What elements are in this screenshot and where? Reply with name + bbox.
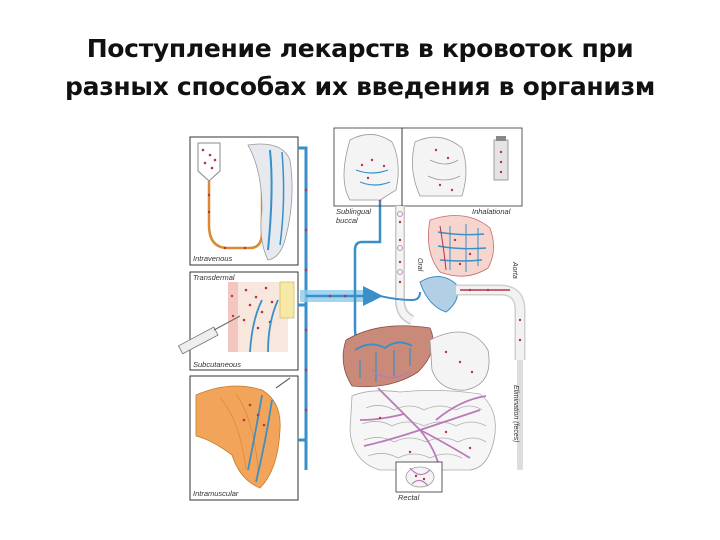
transdermal-label: Transdermal bbox=[193, 273, 235, 282]
intramuscular-panel: Intramuscular bbox=[189, 375, 299, 501]
stomach bbox=[429, 331, 490, 391]
title-line-2: разных способах их введения в организм bbox=[65, 72, 655, 101]
liver bbox=[342, 325, 434, 388]
inhalational-label: Inhalational bbox=[472, 207, 511, 216]
aorta-label: Aorta bbox=[511, 261, 518, 279]
oral-label: Oral bbox=[416, 258, 423, 272]
head-panel: Sublingual buccal bbox=[333, 127, 403, 225]
intravenous-label: Intravenous bbox=[193, 254, 232, 263]
inhalational-panel: Inhalational bbox=[401, 127, 523, 216]
patch-icon bbox=[279, 281, 295, 319]
inhaler-icon bbox=[493, 139, 509, 181]
intramuscular-label: Intramuscular bbox=[193, 489, 239, 498]
slide-title: Поступление лекарств в кровоток при разн… bbox=[0, 30, 720, 106]
heart-aorta: Aorta bbox=[379, 261, 526, 360]
rectal-label: Rectal bbox=[398, 493, 420, 502]
elimination-label: Elimination (feces) bbox=[512, 385, 519, 443]
esophagus: Oral bbox=[395, 206, 423, 325]
heart-icon bbox=[419, 276, 459, 313]
venous-trunk bbox=[298, 146, 383, 470]
intestines: Elimination (feces) bbox=[349, 360, 523, 471]
intravenous-panel: Intravenous bbox=[189, 136, 299, 266]
title-line-1: Поступление лекарств в кровоток при bbox=[86, 34, 634, 63]
intestine-icon bbox=[349, 390, 496, 471]
sublingual-label: Sublingual bbox=[336, 207, 371, 216]
head-icon bbox=[343, 134, 399, 201]
syringe-icon bbox=[177, 315, 241, 355]
lungs bbox=[427, 215, 494, 277]
subcutaneous-label: Subcutaneous bbox=[193, 360, 241, 369]
rectal-panel: Rectal bbox=[395, 461, 443, 502]
transdermal-panel: Transdermal Subcutaneous bbox=[177, 271, 299, 371]
buccal-label: buccal bbox=[336, 216, 358, 225]
iv-bag-icon bbox=[197, 142, 221, 182]
liver-icon bbox=[342, 325, 434, 388]
